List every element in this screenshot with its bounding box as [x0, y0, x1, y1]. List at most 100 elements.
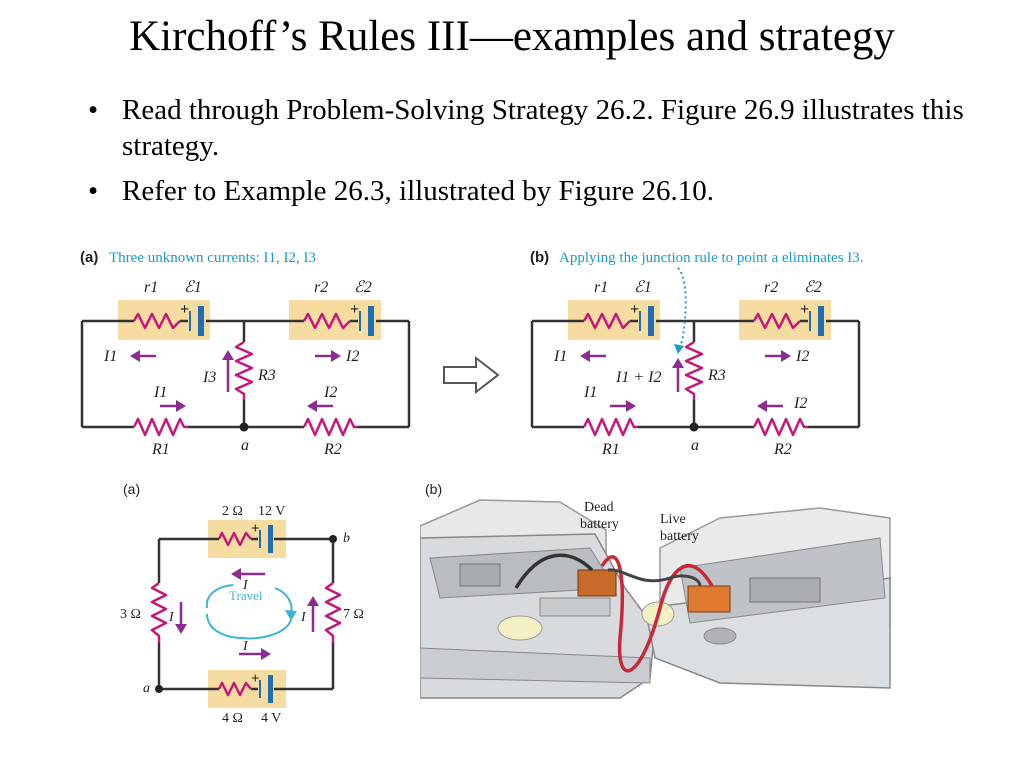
label-i1-bottom: I1 — [583, 384, 597, 401]
figure-26-9a: (a) Three unknown currents: I1, I2, I3 +… — [80, 249, 411, 458]
svg-text:+: + — [180, 301, 189, 318]
resistor-r3 — [234, 340, 254, 400]
resistor-3-ohm — [150, 581, 168, 643]
battery-1: + — [180, 301, 204, 336]
bullet-marker: • — [88, 94, 99, 126]
arrow-right — [781, 350, 791, 362]
black-cable — [514, 553, 594, 589]
resistor-r3 — [684, 340, 704, 400]
bullet-list: •Read through Problem-Solving Strategy 2… — [88, 92, 988, 218]
label-4v: 4 V — [261, 711, 281, 726]
label-live-battery: battery — [660, 529, 699, 544]
label-i2-bottom: I2 — [793, 395, 807, 412]
slide-title: Kirchoff’s Rules III—examples and strate… — [129, 13, 895, 60]
label-node-a: a — [143, 681, 150, 696]
label-i1: I1 — [103, 348, 117, 365]
label-dead: Dead — [584, 500, 614, 515]
current-arrow-right — [261, 648, 271, 660]
transition-arrow-icon — [443, 355, 500, 395]
label-i2: I2 — [345, 348, 359, 365]
label-i2-bottom: I2 — [323, 384, 337, 401]
travel-loop-right — [274, 587, 293, 615]
label-r1: r1 — [594, 279, 608, 296]
bullet-item: •Read through Problem-Solving Strategy 2… — [88, 92, 988, 164]
svg-text:+: + — [350, 301, 359, 318]
label-rr1: R1 — [601, 441, 620, 458]
label-r3: R3 — [257, 367, 276, 384]
node-b-dot — [329, 535, 337, 543]
label-rr1: R1 — [151, 441, 170, 458]
battery-2: + — [800, 301, 824, 336]
arrow-left — [307, 400, 317, 412]
arrow-left — [130, 350, 140, 362]
current-arrow-left — [231, 568, 241, 580]
label-r1: r1 — [144, 279, 158, 296]
current-arrow-up — [307, 596, 319, 606]
arrow-right — [626, 400, 636, 412]
figure-caption: Three unknown currents: I1, I2, I3 — [109, 250, 316, 266]
label-4-ohm: 4 Ω — [222, 711, 243, 726]
resistor-2-ohm — [217, 531, 252, 547]
label-7-ohm: 7 Ω — [343, 607, 364, 622]
svg-text:+: + — [630, 301, 639, 318]
battery-2: + — [350, 301, 374, 336]
junction-node — [689, 422, 699, 432]
label-i-bottom: I — [242, 639, 249, 654]
arrow-up — [672, 358, 684, 368]
battery-12v: + — [251, 521, 273, 553]
resistor-r2-internal — [302, 312, 351, 330]
svg-text:+: + — [251, 521, 260, 537]
label-dead-battery: battery — [580, 517, 619, 532]
battery-1: + — [630, 301, 654, 336]
travel-loop-bottom — [206, 613, 292, 640]
label-node-b: b — [343, 531, 350, 546]
live-battery — [687, 585, 731, 613]
label-travel: Travel — [229, 588, 263, 603]
label-emf2: ℰ2 — [804, 279, 822, 296]
label-i1-plus-i2: I1 + I2 — [615, 369, 661, 386]
label-r3: R3 — [707, 367, 726, 384]
figure-26-10b: (b) Dead battery Live battery — [420, 481, 891, 699]
label-emf2: ℰ2 — [354, 279, 372, 296]
dead-car — [420, 499, 656, 699]
bullet-text: Refer to Example 26.3, illustrated by Fi… — [122, 175, 714, 207]
current-arrow-down — [175, 624, 187, 634]
bullet-item: •Refer to Example 26.3, illustrated by F… — [88, 173, 988, 209]
resistor-r1-internal — [582, 312, 631, 330]
red-cable — [600, 555, 714, 673]
label-rr2: R2 — [323, 441, 342, 458]
arrow-right — [176, 400, 186, 412]
arrow-right — [331, 350, 341, 362]
label-node-a: a — [691, 437, 699, 454]
svg-text:+: + — [251, 671, 260, 687]
ground-cable — [607, 568, 702, 587]
dead-battery — [577, 569, 617, 597]
resistor-r1-internal — [132, 312, 181, 330]
resistor-4-ohm — [217, 681, 252, 697]
junction-node — [239, 422, 249, 432]
node-a-dot — [155, 685, 163, 693]
battery-4v: + — [251, 671, 273, 703]
label-node-a: a — [241, 437, 249, 454]
figure-26-9b: (b) Applying the junction rule to point … — [530, 249, 864, 458]
resistor-rr2 — [302, 417, 358, 437]
circuit-wires — [80, 319, 411, 429]
arrow-left — [580, 350, 590, 362]
label-r2: r2 — [764, 279, 778, 296]
figure-tag: (a) — [80, 249, 98, 266]
figure-tag: (a) — [123, 481, 140, 497]
label-i-top: I — [242, 578, 249, 593]
label-r2: r2 — [314, 279, 328, 296]
label-12v: 12 V — [258, 504, 285, 519]
label-rr2: R2 — [773, 441, 792, 458]
figure-26-10a: (a) + + 2 Ω 12 V b 3 Ω 7 Ω I — [120, 481, 364, 726]
svg-text:+: + — [800, 301, 809, 318]
label-i1-bottom: I1 — [153, 384, 167, 401]
figure-tag: (b) — [530, 249, 549, 266]
resistor-rr1 — [582, 417, 638, 437]
resistor-rr2 — [752, 417, 808, 437]
junction-rule-arrow — [677, 267, 687, 349]
figure-tag: (b) — [425, 481, 442, 497]
resistor-7-ohm — [324, 581, 342, 643]
arrow-up — [222, 350, 234, 360]
